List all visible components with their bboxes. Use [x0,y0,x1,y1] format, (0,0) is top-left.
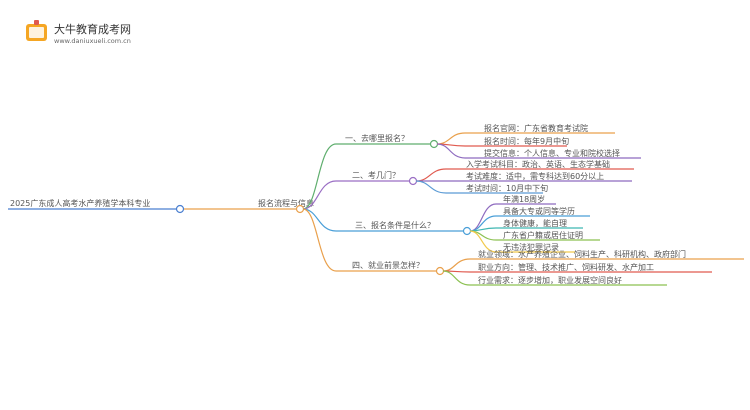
root-node[interactable]: 2025广东成人高考水产养殖学本科专业 [8,198,185,214]
branch-1-edge [302,143,431,210]
brand-url: www.daniuxueli.com.cn [54,37,131,45]
branch-4-item-2: 职业方向：管理、技术推广、饲料研发、水产加工 [478,262,654,272]
root-toggle[interactable] [175,204,185,214]
branch-4: 四、就业前景怎样？ 就业领域：水产养殖企业、饲料生产、科研机构、政府部门 职业方… [302,208,744,286]
branch-4-item-3: 行业需求：逐步增加，职业发展空间良好 [478,275,622,285]
branch-3-toggle[interactable] [462,226,472,236]
brand-logo: 大牛教育成考网 www.daniuxueli.com.cn [26,20,131,45]
branch-4-item-1: 就业领域：水产养殖企业、饲料生产、科研机构、政府部门 [478,249,686,259]
branch-1-item-3: 提交信息：个人信息、专业和院校选择 [484,148,620,158]
branch-4-edge [302,208,437,272]
branch-1-item-1: 报名官网：广东省教育考试院 [484,123,588,133]
branch-1-item-2: 报名时间：每年9月中旬 [484,136,569,146]
brand-title: 大牛教育成考网 [54,22,131,36]
branch-3-edge [302,208,464,232]
branch-3-item-1: 年满18周岁 [503,194,545,204]
branch-2-item-3: 考试时间：10月中下旬 [466,183,548,193]
root-label: 2025广东成人高考水产养殖学本科专业 [10,198,150,208]
center-node[interactable]: 报名流程与信息 [184,198,314,214]
center-label: 报名流程与信息 [258,198,314,208]
branch-3-item-3: 身体健康，能自理 [503,218,567,228]
branch-3-item-2: 具备大专或同等学历 [503,206,575,216]
branch-1: 一、去哪里报名？ 报名官网：广东省教育考试院 报名时间：每年9月中旬 提交信息：… [302,123,641,210]
branch-1-toggle[interactable] [429,139,439,149]
branch-1-label: 一、去哪里报名？ [345,133,409,143]
branch-4-toggle[interactable] [435,266,445,276]
branch-3-label: 三、报名条件是什么？ [355,220,435,230]
branch-2-item-1: 入学考试科目：政治、英语、生态学基础 [466,159,610,169]
branch-2-toggle[interactable] [408,176,418,186]
branch-2-label: 二、考几门？ [352,170,400,180]
branch-3-item-4: 广东省户籍或居住证明 [503,230,583,240]
center-toggle[interactable] [295,204,305,214]
branch-4-label: 四、就业前景怎样？ [352,260,424,270]
branch-2-item-2: 考试难度：适中，需专科达到60分以上 [466,171,604,181]
branch-2: 二、考几门？ 入学考试科目：政治、英语、生态学基础 考试难度：适中，需专科达到6… [302,159,634,210]
branch-3: 三、报名条件是什么？ 年满18周岁 具备大专或同等学历 身体健康，能自理 广东省… [302,194,600,253]
branch-3-item-5: 无违法犯罪记录 [503,242,559,252]
branch-2-edge [302,180,410,210]
